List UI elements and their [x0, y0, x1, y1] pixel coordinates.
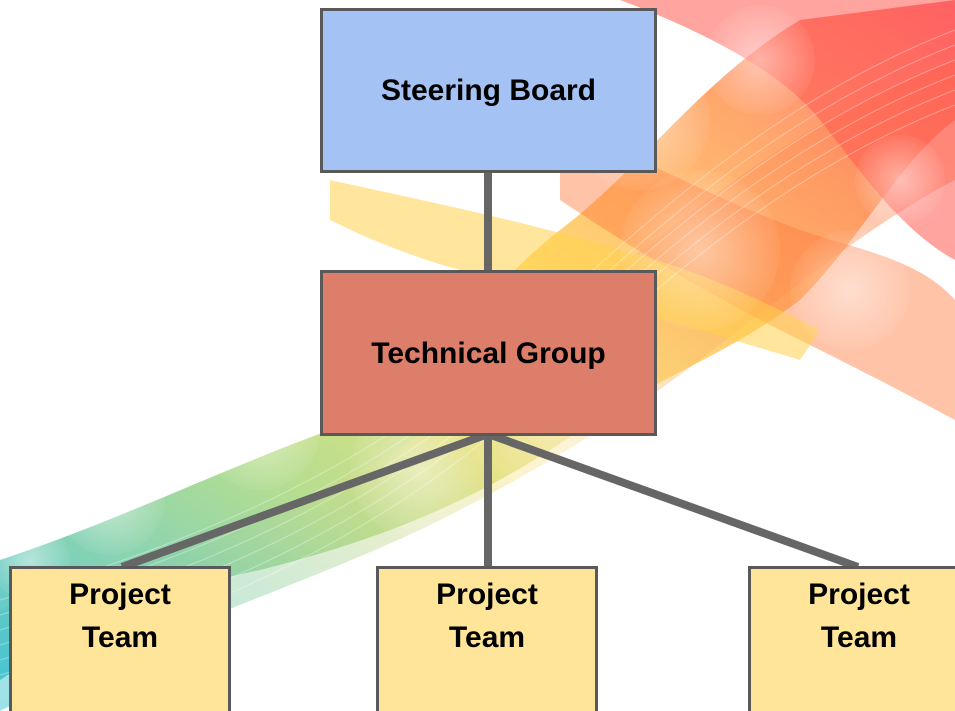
connector-technical-team-1	[120, 430, 490, 571]
steering-board-label: Steering Board	[380, 74, 597, 107]
project-team-node-3: Project Team	[748, 566, 955, 711]
project-team-label: Project Team	[436, 577, 538, 655]
project-team-label: Project Team	[69, 577, 171, 655]
project-team-node-2: Project Team	[376, 566, 598, 711]
technical-group-label: Technical Group	[371, 336, 606, 370]
connector-technical-team-3	[486, 430, 860, 571]
project-team-label: Project Team	[808, 577, 910, 655]
steering-board-node: Steering Board	[320, 8, 657, 173]
technical-group-node: Technical Group	[320, 270, 657, 436]
project-team-node-1: Project Team	[9, 566, 231, 711]
